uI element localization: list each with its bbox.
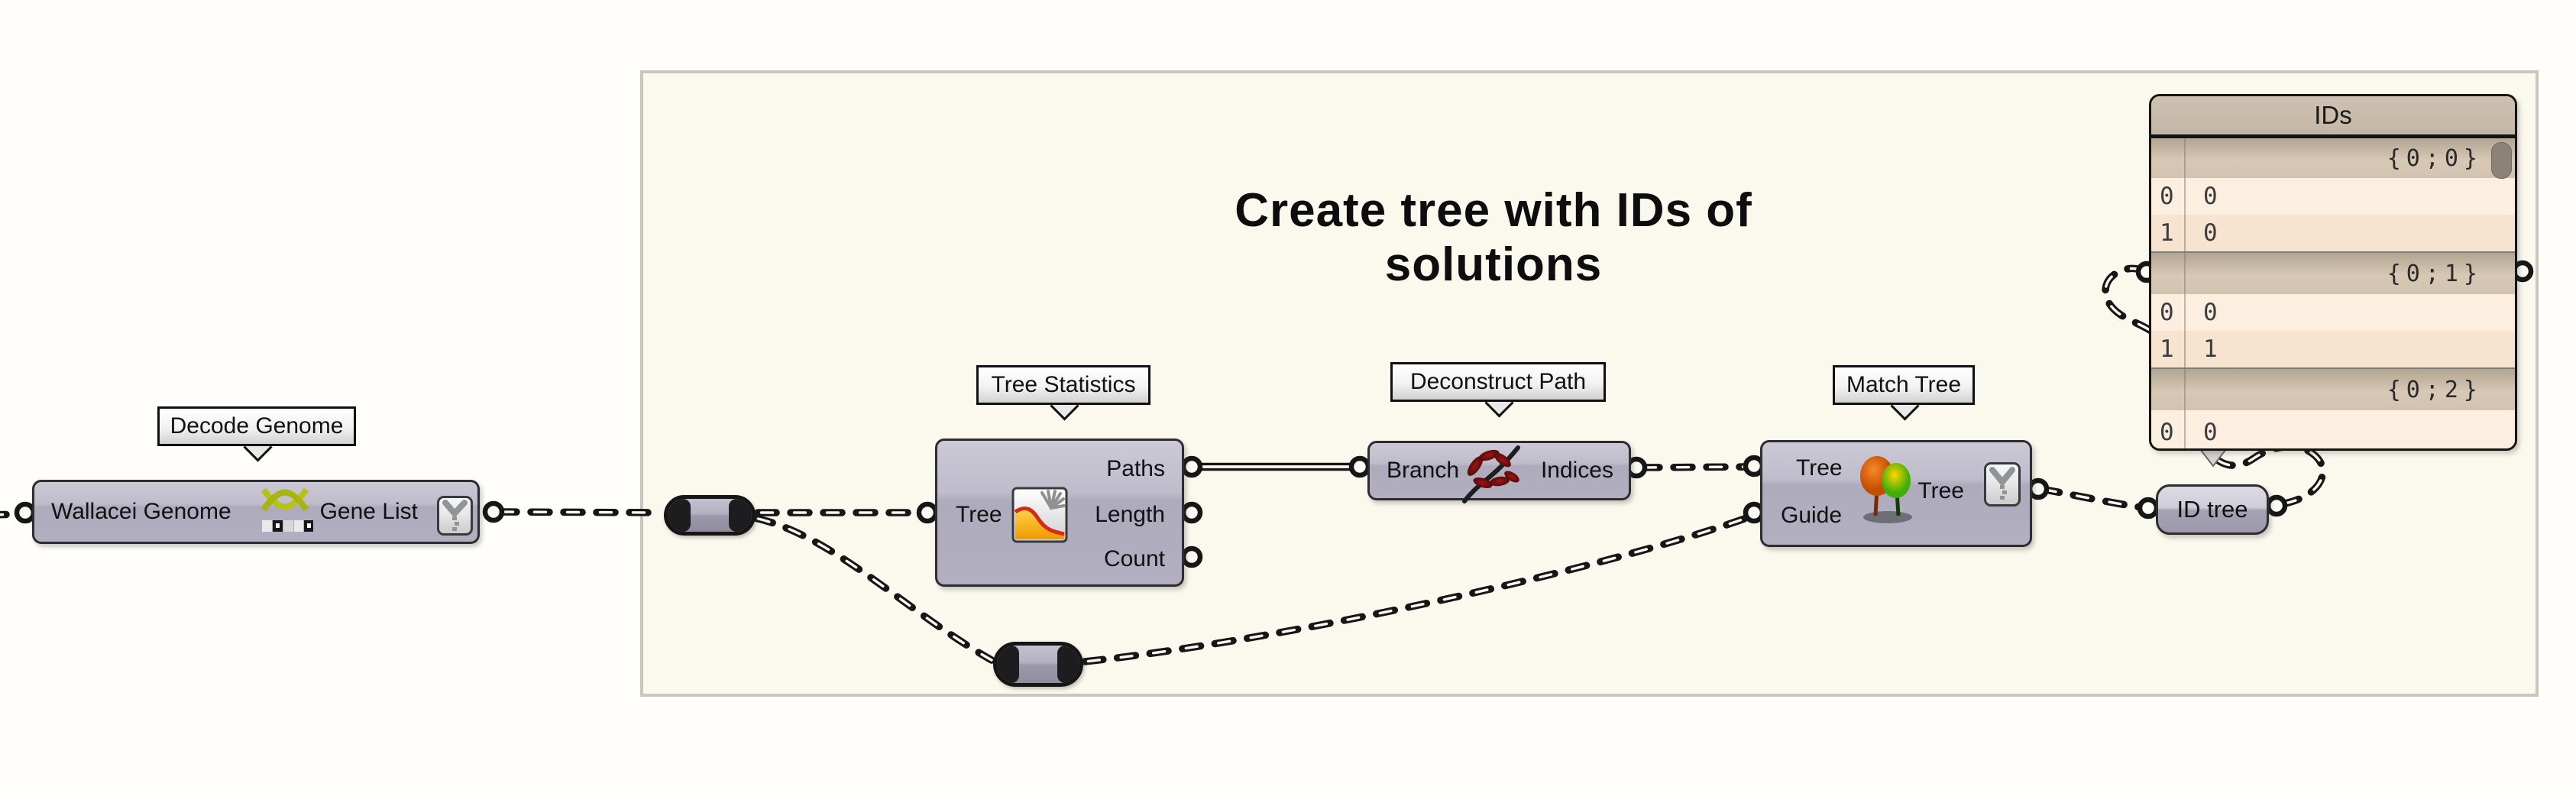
port-decode-output[interactable] bbox=[482, 500, 505, 523]
graft-zipper-icon[interactable] bbox=[437, 496, 473, 536]
deconstruct-output-label: Indices bbox=[1540, 458, 1613, 483]
port-matchtree-tree-output[interactable] bbox=[2027, 477, 2050, 500]
row-value: 0 bbox=[2203, 299, 2218, 326]
port-decode-input[interactable] bbox=[14, 501, 37, 524]
match-tree-icon bbox=[1853, 452, 1923, 530]
path-label: {0;0} bbox=[2387, 144, 2483, 172]
wire-indices-to-tree[interactable] bbox=[1637, 463, 1752, 471]
relay-cap bbox=[668, 499, 691, 532]
tooltip-deconstruct-path: Deconstruct Path bbox=[1390, 362, 1606, 402]
ids-panel[interactable]: IDs {0;0} 0 0 1 0 {0;1} 0 0 1 1 {0;2} 0 bbox=[2149, 94, 2517, 451]
path-label: {0;1} bbox=[2387, 260, 2483, 287]
row-value: 1 bbox=[2203, 335, 2218, 363]
port-treestats-paths-output[interactable] bbox=[1180, 455, 1203, 478]
relay-cap bbox=[997, 646, 1020, 683]
data-row: 0 0 bbox=[2151, 410, 2515, 448]
component-tree-statistics[interactable]: Tree Paths Length Count bbox=[935, 439, 1184, 587]
tooltip-match-tree: Match Tree bbox=[1833, 365, 1975, 405]
tooltip-label: Deconstruct Path bbox=[1409, 369, 1587, 394]
component-decode-genome[interactable]: Wallacei Genome Gene List bbox=[32, 480, 480, 544]
matchtree-output-label: Tree bbox=[1917, 478, 1964, 503]
data-row: 1 0 bbox=[2151, 215, 2515, 251]
row-value: 0 bbox=[2203, 418, 2218, 446]
group-title: Create tree with IDs of solutions bbox=[1235, 184, 1752, 291]
wire-decode-to-relay1[interactable] bbox=[494, 508, 665, 516]
graft-zipper-icon[interactable] bbox=[1984, 462, 2021, 507]
relay-node-2[interactable] bbox=[993, 642, 1083, 687]
tooltip-decode-genome: Decode Genome bbox=[157, 406, 356, 446]
component-match-tree[interactable]: Tree Guide Tree bbox=[1760, 440, 2032, 547]
deconstruct-input-label: Branch bbox=[1387, 458, 1460, 483]
dna-icon bbox=[254, 485, 314, 544]
wire-relay2-to-guide[interactable] bbox=[1081, 513, 1755, 665]
wire-matchtree-to-idtree[interactable] bbox=[2037, 485, 2144, 511]
port-treestats-tree-input[interactable] bbox=[916, 501, 939, 524]
port-treestats-length-output[interactable] bbox=[1180, 501, 1203, 524]
tree-statistics-icon bbox=[1011, 487, 1068, 547]
id-tree-label: ID tree bbox=[2176, 496, 2248, 523]
decode-output-label: Gene List bbox=[319, 499, 418, 524]
data-row: 0 0 bbox=[2151, 294, 2515, 331]
tooltip-label: Tree Statistics bbox=[991, 372, 1136, 397]
panel-header[interactable]: IDs bbox=[2151, 96, 2515, 138]
row-index: 1 bbox=[2160, 219, 2174, 247]
path-band: {0;0} bbox=[2151, 138, 2515, 178]
relay-cap bbox=[729, 499, 752, 532]
treestats-paths-label: Paths bbox=[1106, 456, 1165, 481]
row-value: 0 bbox=[2203, 183, 2218, 210]
port-idtree-output[interactable] bbox=[2265, 494, 2288, 517]
row-index: 1 bbox=[2160, 335, 2174, 363]
data-row: 1 1 bbox=[2151, 331, 2515, 367]
data-row: 0 0 bbox=[2151, 178, 2515, 215]
port-idtree-input[interactable] bbox=[2137, 497, 2160, 519]
path-band: {0;1} bbox=[2151, 251, 2515, 294]
wire-relay1-to-relay2[interactable] bbox=[751, 514, 995, 664]
treestats-input-label: Tree bbox=[956, 502, 1002, 527]
port-deconstruct-branch-input[interactable] bbox=[1348, 455, 1371, 478]
path-band: {0;2} bbox=[2151, 367, 2515, 410]
tooltip-label: Decode Genome bbox=[170, 413, 344, 439]
decode-input-label: Wallacei Genome bbox=[51, 499, 231, 524]
row-value: 0 bbox=[2203, 219, 2218, 247]
tooltip-tree-statistics: Tree Statistics bbox=[976, 365, 1150, 405]
row-index: 0 bbox=[2160, 299, 2174, 326]
component-deconstruct-path[interactable]: Branch Indices bbox=[1367, 441, 1631, 503]
treestats-count-label: Count bbox=[1103, 546, 1165, 571]
relay-node-1[interactable] bbox=[664, 495, 756, 536]
row-index: 0 bbox=[2160, 183, 2174, 210]
panel-title: IDs bbox=[2314, 101, 2352, 129]
row-index: 0 bbox=[2160, 418, 2174, 446]
panel-scrollbar-thumb[interactable] bbox=[2491, 142, 2512, 179]
port-treestats-count-output[interactable] bbox=[1180, 545, 1203, 568]
branch-leaves-icon bbox=[1455, 435, 1526, 513]
component-id-tree[interactable]: ID tree bbox=[2156, 484, 2269, 535]
panel-column-divider bbox=[2184, 138, 2186, 448]
path-label: {0;2} bbox=[2387, 376, 2483, 403]
tooltip-label: Match Tree bbox=[1846, 372, 1962, 397]
matchtree-tree-input-label: Tree bbox=[1796, 455, 1843, 481]
treestats-length-label: Length bbox=[1095, 502, 1165, 527]
matchtree-guide-input-label: Guide bbox=[1781, 503, 1843, 528]
relay-cap bbox=[1057, 646, 1079, 683]
